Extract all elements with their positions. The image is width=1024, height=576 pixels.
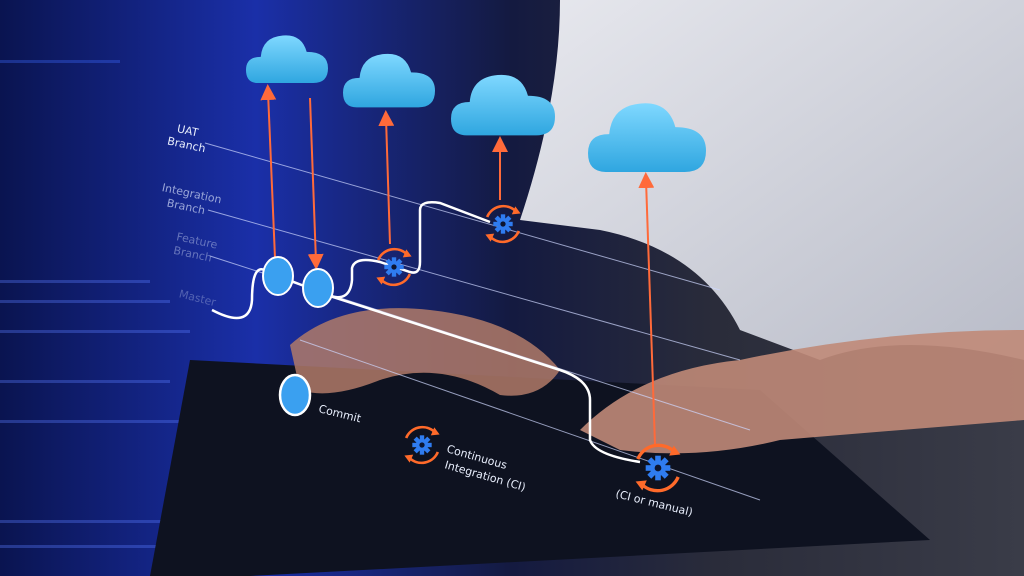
commit-legend-node [278,373,312,417]
commit-node [262,256,294,296]
left-hand [290,308,560,396]
flow-path [211,201,641,464]
code-text-background [0,60,220,548]
arrow-down-icon [307,97,324,270]
master-branch-line [299,339,761,501]
arrow-up-icon [638,172,656,446]
uat-branch-label: UAT [176,122,200,139]
uat-branch-line [204,142,721,291]
arrow-up-icon [378,110,395,245]
shirt [520,0,1024,360]
arrow-up-icon [260,84,277,259]
commit-node [302,268,334,308]
right-hand [580,330,1024,454]
